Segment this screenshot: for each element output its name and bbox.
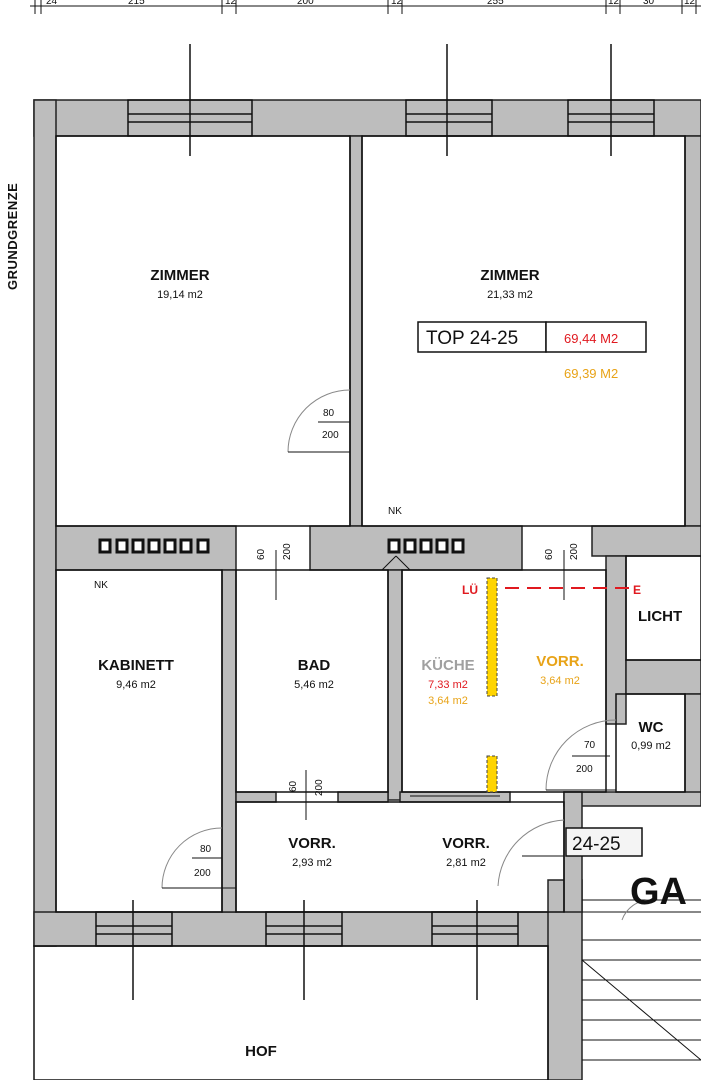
dim-label: 255 [487,0,504,7]
grundgrenze-label: GRUNDGRENZE [5,183,20,290]
room-area-wc: 0,99 m2 [631,740,671,752]
lue-label: LÜ [462,582,478,597]
door-width-wc: 70 [584,740,596,751]
door-width-vorr-top: 60 [544,548,555,560]
nk-label: NK [94,580,108,591]
top-unit-area-box [545,321,647,353]
top-unit-area-orange: 69,39 M2 [564,366,618,381]
room-name-kueche: KÜCHE [421,657,474,674]
room-name-kabinett: KABINETT [98,657,174,674]
nk-label: NK [388,506,402,517]
dim-label: 200 [297,0,314,7]
door-height-bad-bottom: 200 [314,779,325,796]
room-name-bad: BAD [298,657,331,674]
dim-label: 30 [643,0,655,7]
room-area-zimmer-2: 21,33 m2 [487,289,533,301]
door-width-bad-top: 60 [256,548,267,560]
room-area-vorr-orange: 3,64 m2 [540,675,580,687]
door-swings [161,389,617,889]
room-name-vorr-orange: VORR. [536,653,584,670]
door-height-bad-top: 200 [282,543,293,560]
room-name-zimmer-2: ZIMMER [480,267,539,284]
unit-number-label: 24-25 [572,834,621,855]
ga-label: GA [630,871,687,913]
room-area-bad: 5,46 m2 [294,679,334,691]
top-unit-label: TOP 24-25 [426,328,518,349]
staircase [581,899,701,1061]
door-width-kabinett: 80 [200,844,212,855]
hof-area [33,945,549,1080]
room-name-zimmer-1: ZIMMER [150,267,209,284]
kitchen-counter [486,577,498,793]
dim-label: 12 [608,0,620,7]
e-label: E [633,583,641,597]
door-height-vorr-top: 200 [569,543,580,560]
door-height-zimmer: 200 [322,430,339,441]
top-dimension-line: 24 215 12 200 12 255 12 30 12 [30,0,701,14]
door-height-kabinett: 200 [194,868,211,879]
room-name-wc: WC [639,719,664,736]
room-name-hof: HOF [245,1043,277,1060]
room-name-vorr-2: VORR. [442,835,490,852]
dim-label: 215 [128,0,145,7]
door-width-zimmer: 80 [323,408,335,419]
walls [33,99,701,1080]
dim-label: 24 [46,0,58,7]
room-area-kueche-red: 7,33 m2 [428,679,468,691]
dim-label: 12 [684,0,696,7]
room-area-zimmer-1: 19,14 m2 [157,289,203,301]
room-area-vorr-2: 2,81 m2 [446,857,486,869]
room-area-kueche-orange: 3,64 m2 [428,695,468,707]
dim-label: 12 [225,0,237,7]
room-area-kabinett: 9,46 m2 [116,679,156,691]
room-name-licht: LICHT [638,608,682,625]
dim-label: 12 [391,0,403,7]
ventilation-ducts [98,538,465,554]
room-area-vorr-1: 2,93 m2 [292,857,332,869]
top-unit-area-red: 69,44 M2 [564,331,618,346]
door-height-wc: 200 [576,764,593,775]
unit-number-box [565,827,643,857]
room-name-vorr-1: VORR. [288,835,336,852]
door-width-bad-bottom: 60 [288,780,299,792]
